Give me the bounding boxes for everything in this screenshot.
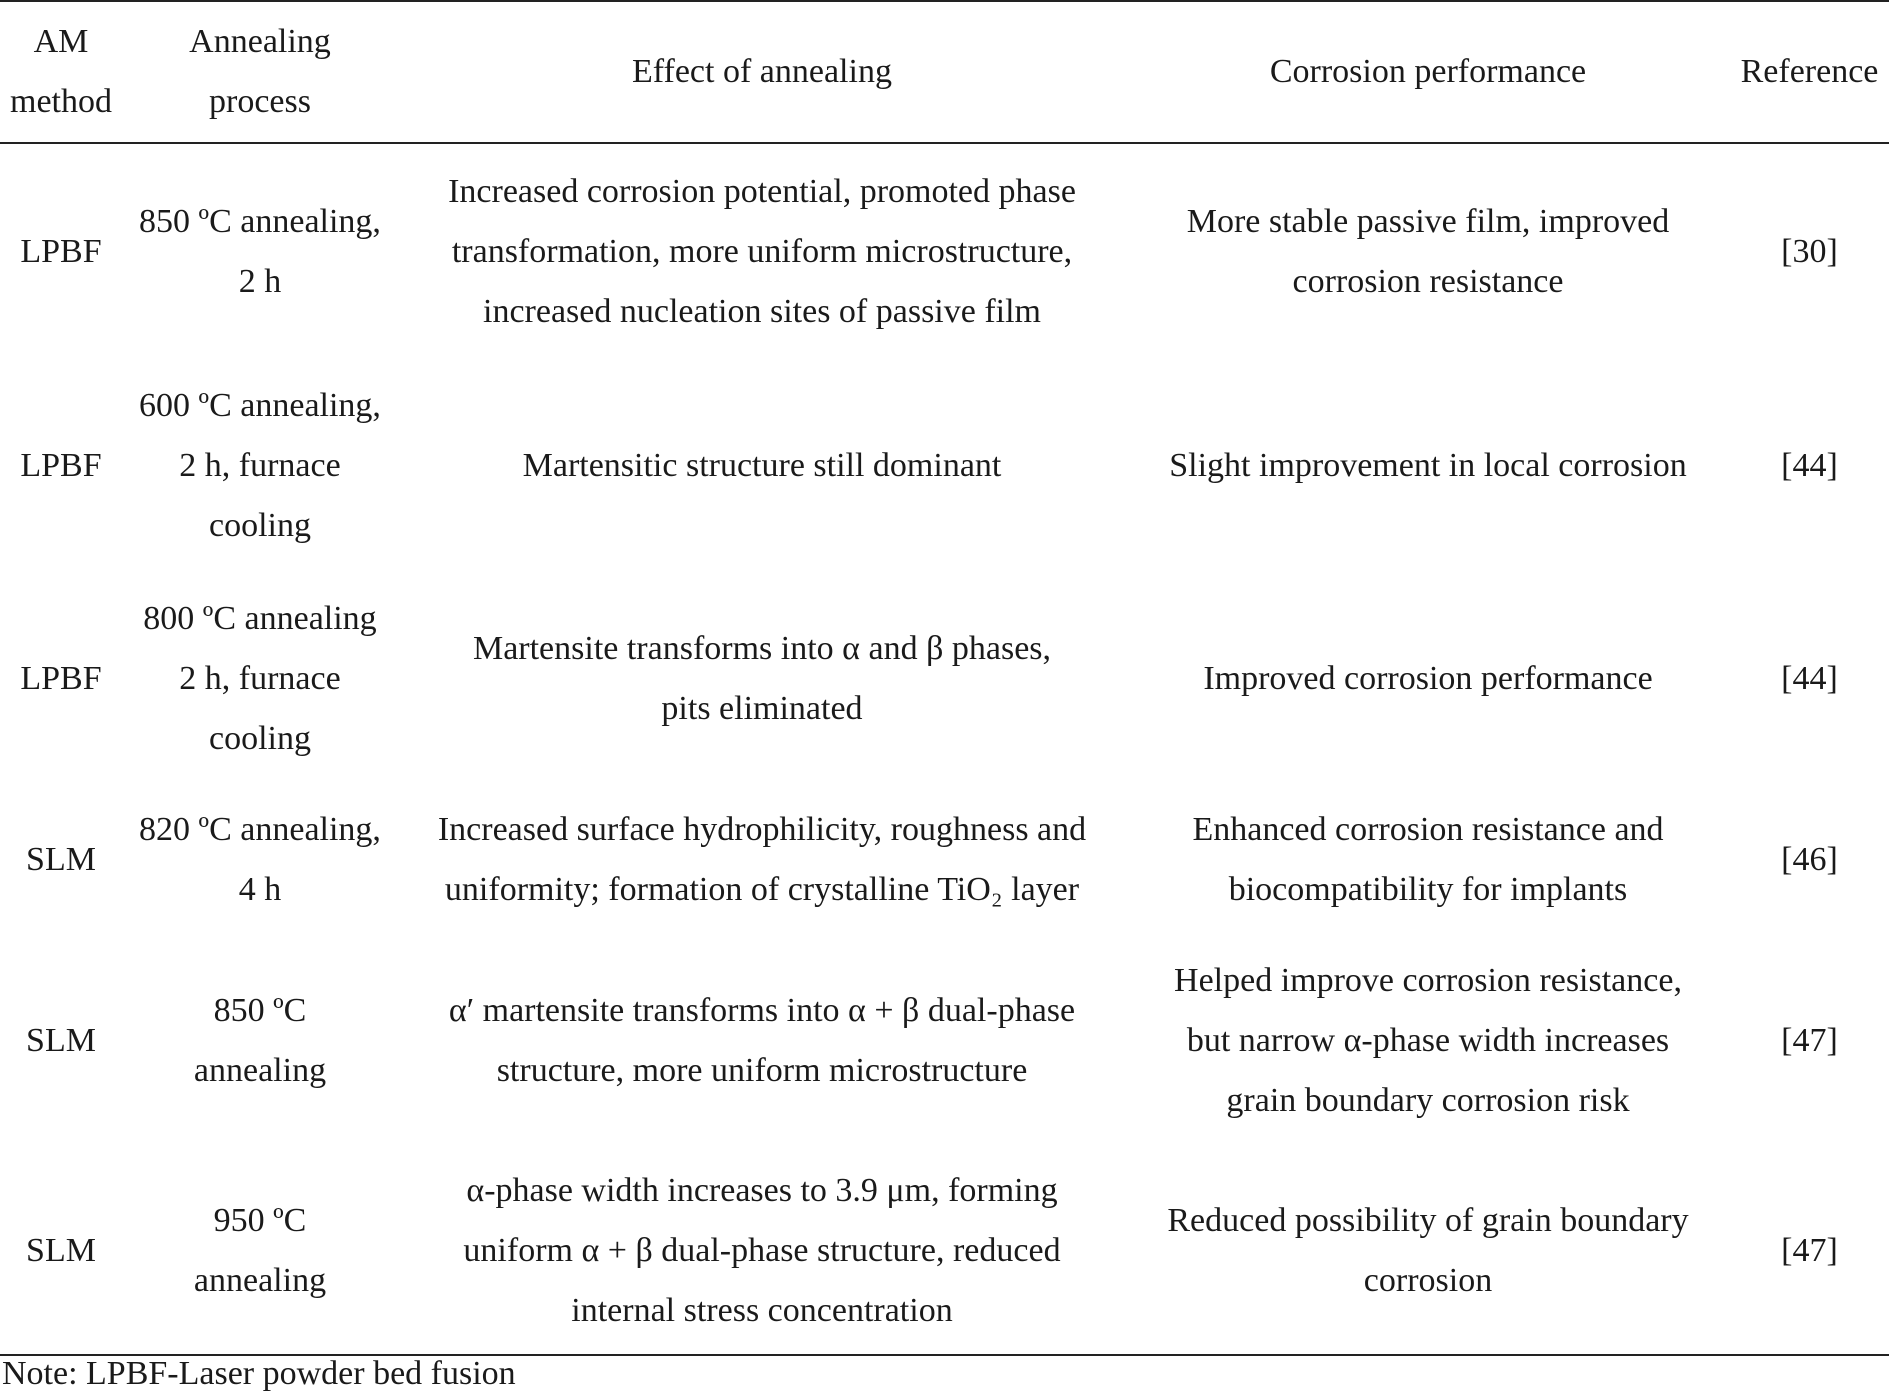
- cell-line: annealing: [193, 1051, 327, 1089]
- cell-line: internal stress concentration: [571, 1291, 953, 1329]
- cell-line: 2 h, furnace: [179, 446, 341, 484]
- table-note: Note: LPBF-Laser powder bed fusion: [2, 1355, 516, 1392]
- cell-line: LPBF: [20, 660, 102, 697]
- cell-line: α′ martensite transforms into α + β dual…: [448, 991, 1076, 1029]
- cell-annealing-process: 820 ºC annealing, 4 h: [122, 786, 398, 934]
- cell-line: annealing: [193, 1261, 327, 1299]
- cell-line: uniform α + β dual-phase structure, redu…: [463, 1231, 1061, 1269]
- header-row: AM method Annealing process Effect of an…: [0, 0, 1889, 144]
- cell-effect-of-annealing: Increased corrosion potential, promoted …: [398, 143, 1126, 359]
- table-row: SLM 950 ºC annealing α-phase width increase…: [0, 1147, 1889, 1356]
- cell-line: SLM: [26, 1021, 96, 1059]
- cell-line: 2 h: [238, 262, 282, 300]
- cell-line: 4 h: [238, 871, 282, 908]
- table-row: LPBF 800 ºC annealing 2 h, furnace cooling M…: [0, 572, 1889, 786]
- cell-line: cooling: [209, 506, 311, 544]
- cell-line: 820 ºC annealing,: [139, 811, 381, 848]
- cell-reference: [44]: [1730, 572, 1889, 786]
- cell-line: [44]: [1781, 446, 1838, 484]
- cell-am-method: SLM: [0, 786, 122, 934]
- cell-line: uniformity; formation of crystalline TiO…: [444, 871, 1080, 908]
- cell-line: Reduced possibility of grain boundary: [1167, 1201, 1689, 1239]
- header-effect-of-annealing: Effect of annealing: [398, 0, 1126, 144]
- cell-line: 600 ºC annealing,: [139, 386, 381, 424]
- table-header: AM method Annealing process Effect of an…: [0, 0, 1889, 144]
- cell-line: SLM: [26, 1231, 96, 1269]
- cell-line: 950 ºC: [213, 1201, 307, 1239]
- cell-line: Martensite transforms into α and β phase…: [472, 630, 1052, 667]
- header-annealing-process: Annealing process: [122, 0, 398, 144]
- cell-annealing-process: 600 ºC annealing, 2 h, furnace cooling: [122, 359, 398, 572]
- cell-corrosion-performance: Reduced possibility of grain boundary cor…: [1126, 1147, 1730, 1356]
- cell-corrosion-performance: Helped improve corrosion resistance, but …: [1126, 934, 1730, 1147]
- cell-corrosion-performance: Slight improvement in local corrosion: [1126, 359, 1730, 572]
- table-body: LPBF 850 ºC annealing, 2 h Increased corros…: [0, 143, 1889, 1356]
- cell-line: biocompatibility for implants: [1228, 871, 1628, 908]
- cell-am-method: LPBF: [0, 359, 122, 572]
- cell-line: [47]: [1781, 1231, 1838, 1269]
- cell-line: increased nucleation sites of passive fi…: [483, 292, 1041, 330]
- cell-effect-of-annealing: Martensite transforms into α and β phase…: [398, 572, 1126, 786]
- cell-am-method: LPBF: [0, 572, 122, 786]
- cell-line: Helped improve corrosion resistance,: [1174, 961, 1682, 999]
- cell-corrosion-performance: Improved corrosion performance: [1126, 572, 1730, 786]
- cell-line: [46]: [1781, 841, 1838, 878]
- table-row: LPBF 850 ºC annealing, 2 h Increased corros…: [0, 143, 1889, 359]
- cell-line: LPBF: [20, 446, 102, 484]
- cell-line: cooling: [209, 720, 311, 757]
- cell-line: 850 ºC: [213, 991, 307, 1029]
- cell-line: grain boundary corrosion risk: [1226, 1081, 1630, 1119]
- cell-reference: [46]: [1730, 786, 1889, 934]
- table-row: SLM 850 ºC annealing α′ martensite transfor…: [0, 934, 1889, 1147]
- cell-am-method: LPBF: [0, 143, 122, 359]
- cell-line: LPBF: [20, 232, 102, 270]
- cell-reference: [44]: [1730, 359, 1889, 572]
- table-row: LPBF 600 ºC annealing, 2 h, furnace cooling…: [0, 359, 1889, 572]
- cell-line: transformation, more uniform microstruct…: [451, 232, 1073, 270]
- cell-reference: [30]: [1730, 143, 1889, 359]
- cell-line: SLM: [26, 841, 96, 878]
- cell-line: 800 ºC annealing: [143, 600, 377, 637]
- cell-line: 850 ºC annealing,: [139, 202, 381, 240]
- cell-line: [44]: [1781, 660, 1838, 697]
- cell-line: corrosion: [1363, 1261, 1493, 1299]
- cell-line: Martensitic structure still dominant: [522, 446, 1002, 484]
- cell-line: corrosion resistance: [1292, 262, 1564, 300]
- cell-line: structure, more uniform microstructure: [496, 1051, 1028, 1089]
- cell-corrosion-performance: More stable passive film, improved corros…: [1126, 143, 1730, 359]
- cell-line: but narrow α-phase width increases: [1186, 1021, 1670, 1059]
- cell-reference: [47]: [1730, 934, 1889, 1147]
- cell-effect-of-annealing: Martensitic structure still dominant: [398, 359, 1126, 572]
- cell-corrosion-performance: Enhanced corrosion resistance and biocomp…: [1126, 786, 1730, 934]
- cell-line: More stable passive film, improved: [1186, 202, 1670, 240]
- cell-annealing-process: 800 ºC annealing 2 h, furnace cooling: [122, 572, 398, 786]
- cell-annealing-process: 950 ºC annealing: [122, 1147, 398, 1356]
- cell-line: α-phase width increases to 3.9 μm, formi…: [466, 1171, 1058, 1209]
- cell-annealing-process: 850 ºC annealing: [122, 934, 398, 1147]
- cell-line: Enhanced corrosion resistance and: [1192, 811, 1664, 848]
- cell-line: Increased corrosion potential, promoted …: [448, 172, 1076, 210]
- annealing-corrosion-table: AM method Annealing process Effect of an…: [0, 0, 1889, 1356]
- cell-reference: [47]: [1730, 1147, 1889, 1356]
- cell-am-method: SLM: [0, 1147, 122, 1356]
- cell-line: [30]: [1781, 232, 1838, 270]
- cell-line: 2 h, furnace: [179, 660, 341, 697]
- cell-line: Increased surface hydrophilicity, roughn…: [437, 811, 1087, 848]
- cell-effect-of-annealing: Increased surface hydrophilicity, roughn…: [398, 786, 1126, 934]
- cell-line: Improved corrosion performance: [1203, 660, 1653, 697]
- cell-am-method: SLM: [0, 934, 122, 1147]
- cell-effect-of-annealing: α′ martensite transforms into α + β dual…: [398, 934, 1126, 1147]
- table-row: SLM 820 ºC annealing, 4 h Increased surface…: [0, 786, 1889, 934]
- cell-annealing-process: 850 ºC annealing, 2 h: [122, 143, 398, 359]
- cell-line: pits eliminated: [661, 690, 863, 727]
- header-reference: Reference: [1730, 0, 1889, 144]
- header-corrosion-performance: Corrosion performance: [1126, 0, 1730, 144]
- cell-line: Slight improvement in local corrosion: [1169, 446, 1687, 484]
- cell-line: [47]: [1781, 1021, 1838, 1059]
- header-am-method: AM method: [0, 0, 122, 144]
- cell-effect-of-annealing: α-phase width increases to 3.9 μm, formi…: [398, 1147, 1126, 1356]
